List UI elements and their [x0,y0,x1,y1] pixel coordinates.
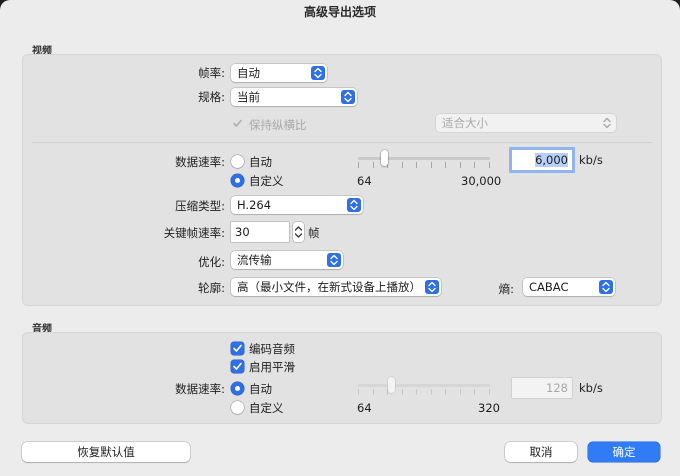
audio-data-rate-unit: kb/s [579,381,603,395]
profile-value: 高（最小文件，在新式设备上播放） [237,280,421,294]
encode-audio-checkbox[interactable] [231,342,244,355]
fit-size-value: 适合大小 [442,116,488,130]
fit-size-popup[interactable]: 适合大小 [436,114,616,132]
audio-data-rate-label: 数据速率: [175,382,225,396]
keep-aspect-label: 保持纵横比 [249,118,307,132]
cancel-button[interactable]: 取消 [505,442,577,462]
audio-data-rate-auto-label: 自动 [249,382,272,396]
up-down-arrows-icon [341,90,355,104]
video-data-rate-slider[interactable] [358,157,490,160]
video-data-rate-value: 6,000 [535,153,568,167]
compression-popup[interactable]: H.264 [231,196,363,214]
checkmark-icon [233,344,242,352]
video-data-rate-field[interactable]: 6,000 [512,150,572,170]
smoothing-checkbox[interactable] [231,360,244,373]
audio-data-rate-auto-radio[interactable] [231,382,244,395]
up-down-arrows-icon [425,280,439,294]
entropy-popup[interactable]: CABAC [523,278,615,296]
video-data-rate-custom-radio[interactable] [231,174,244,187]
audio-section-label: 音频 [32,324,52,335]
restore-defaults-button[interactable]: 恢复默认值 [22,442,190,462]
keyframe-rate-field[interactable]: 30 [231,222,289,242]
video-divider [32,142,652,143]
encode-audio-label: 编码音频 [249,342,295,356]
smoothing-label: 启用平滑 [249,360,295,374]
size-value: 当前 [237,90,260,104]
optimize-label: 优化: [198,255,225,269]
frame-rate-label: 帧率: [198,66,225,80]
profile-popup[interactable]: 高（最小文件，在新式设备上播放） [231,278,441,296]
ok-button[interactable]: 确定 [588,442,660,462]
keyframe-rate-stepper[interactable] [293,222,304,242]
audio-data-rate-slider[interactable] [358,384,490,387]
frame-rate-value: 自动 [237,66,260,80]
dialog-title: 高级导出选项 [303,5,376,19]
checkmark-icon [233,362,242,370]
audio-data-rate-field[interactable]: 128 [512,378,572,398]
up-down-arrows-icon [311,66,325,80]
profile-label: 轮廓: [198,281,225,295]
entropy-value: CABAC [529,280,569,294]
audio-data-rate-custom-label: 自定义 [249,401,284,415]
video-slider-max-label: 30,000 [461,174,502,188]
optimize-value: 流传输 [237,253,272,267]
frame-rate-popup[interactable]: 自动 [231,64,327,82]
keyframe-rate-label: 关键帧速率: [163,226,225,240]
keyframe-rate-value: 30 [235,225,250,239]
video-data-rate-auto-label: 自动 [249,155,272,169]
size-label: 规格: [198,90,225,104]
optimize-popup[interactable]: 流传输 [231,251,343,269]
keyframe-rate-unit: 帧 [308,226,320,240]
audio-slider-min-label: 64 [357,401,372,415]
checkmark-icon [233,119,242,127]
compression-value: H.264 [237,198,272,212]
audio-slider-max-label: 320 [478,401,500,415]
video-slider-min-label: 64 [357,174,372,188]
audio-data-rate-custom-radio[interactable] [231,401,244,414]
video-section-label: 视频 [32,46,52,57]
up-down-arrows-icon [600,116,614,130]
up-down-arrows-icon [327,253,341,267]
audio-data-rate-slider-knob[interactable] [388,377,395,393]
stepper-arrows-icon [294,226,303,238]
keep-aspect-checkbox[interactable] [231,117,244,130]
video-data-rate-unit: kb/s [579,153,603,167]
audio-data-rate-value: 128 [546,381,568,395]
video-data-rate-custom-label: 自定义 [249,174,284,188]
up-down-arrows-icon [347,198,361,212]
video-data-rate-slider-knob[interactable] [381,150,388,166]
size-popup[interactable]: 当前 [231,88,357,106]
entropy-label: 熵: [498,282,514,296]
compression-label: 压缩类型: [175,199,225,213]
up-down-arrows-icon [599,280,613,294]
video-data-rate-auto-radio[interactable] [231,155,244,168]
video-data-rate-label: 数据速率: [175,155,225,169]
